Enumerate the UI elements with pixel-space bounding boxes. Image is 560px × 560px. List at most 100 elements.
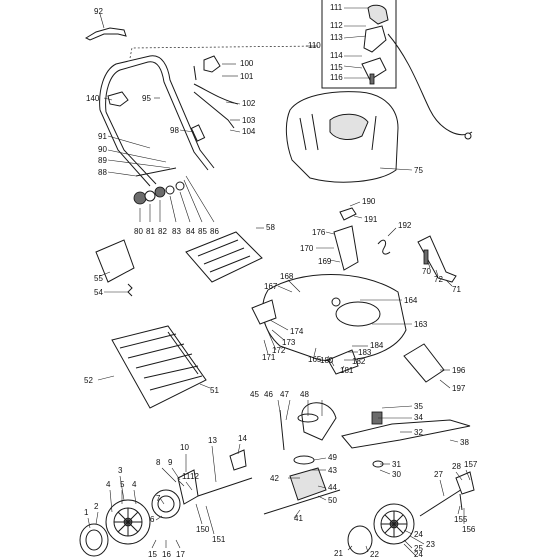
- callout-11: 11: [182, 472, 191, 481]
- callout-16: 16: [162, 550, 171, 559]
- callout-10: 10: [180, 443, 189, 452]
- callout-103: 103: [242, 116, 256, 125]
- part-46-shaft: [279, 409, 285, 451]
- callout-14: 14: [238, 434, 247, 443]
- callout-34: 34: [414, 413, 423, 422]
- callout-197: 197: [452, 384, 466, 393]
- callout-80: 80: [134, 227, 143, 236]
- part-95-handle-inner: [105, 61, 209, 171]
- callout-167: 167: [264, 282, 278, 291]
- callout-46: 46: [264, 390, 273, 399]
- part-115-plate: [361, 57, 387, 81]
- callout-3: 3: [118, 466, 123, 475]
- callout-169: 169: [318, 257, 332, 266]
- deck-opening: [335, 301, 381, 327]
- callout-102: 102: [242, 99, 256, 108]
- part-81-washer: [144, 190, 156, 202]
- callout-85: 85: [198, 227, 207, 236]
- callout-49: 49: [328, 453, 337, 462]
- part-102-lever: [193, 83, 239, 105]
- part-71-lever: [417, 235, 457, 283]
- bag-mesh: [119, 333, 203, 391]
- callout-171: 171: [262, 353, 276, 362]
- detail-frame: [321, 0, 397, 89]
- callout-180: 180: [320, 356, 334, 365]
- part-155-pin: [459, 493, 463, 511]
- callout-50: 50: [328, 496, 337, 505]
- callout-192: 192: [398, 221, 412, 230]
- callout-30: 30: [392, 470, 401, 479]
- part-49-pulley: [293, 455, 315, 465]
- callout-164: 164: [404, 296, 418, 305]
- callout-38: 38: [460, 438, 469, 447]
- part-103-rod: [193, 91, 235, 129]
- callout-140: 140: [86, 94, 100, 103]
- callout-88: 88: [98, 168, 107, 177]
- part-100-knob: [203, 55, 221, 73]
- part-82-washer: [154, 186, 166, 198]
- callout-24a: 24: [414, 530, 423, 539]
- part-38-blade: [341, 419, 471, 449]
- callout-54: 54: [94, 288, 103, 297]
- leader-lines: [87, 7, 471, 557]
- callout-101: 101: [240, 72, 254, 81]
- callout-12: 12: [190, 472, 199, 481]
- callout-4b: 4: [132, 480, 137, 489]
- callout-182: 182: [352, 357, 366, 366]
- callout-8: 8: [156, 458, 161, 467]
- part-13-axle: [197, 477, 253, 497]
- deck-hole: [331, 297, 341, 307]
- part-7-gear: [151, 489, 181, 519]
- callout-112: 112: [330, 21, 343, 30]
- callout-7: 7: [156, 494, 161, 503]
- callout-155: 155: [454, 515, 468, 524]
- callout-labels: 9211011111211311411511610010110210310414…: [84, 3, 478, 559]
- callout-81: 81: [146, 227, 155, 236]
- callout-98: 98: [170, 126, 179, 135]
- callout-157: 157: [464, 460, 478, 469]
- callout-70: 70: [422, 267, 431, 276]
- callout-55: 55: [94, 274, 103, 283]
- part-28-bracket: [455, 471, 475, 495]
- wheel-spokes: [114, 508, 142, 536]
- callout-28: 28: [452, 462, 461, 471]
- callout-15: 15: [148, 550, 157, 559]
- callout-44: 44: [328, 483, 337, 492]
- callout-4a: 4: [106, 480, 111, 489]
- callout-23: 23: [426, 540, 435, 549]
- callout-90: 90: [98, 145, 107, 154]
- callout-45: 45: [250, 390, 259, 399]
- part-50-gearbox: [289, 467, 327, 501]
- callout-32: 32: [414, 428, 423, 437]
- part-172-axle-bracket: [251, 299, 277, 325]
- callout-196: 196: [452, 366, 466, 375]
- part-80-knob: [133, 191, 147, 205]
- callout-100: 100: [240, 59, 254, 68]
- callout-116: 116: [330, 73, 343, 82]
- callout-184: 184: [370, 341, 384, 350]
- part-70-spring: [423, 249, 429, 265]
- part-180-plug: [327, 349, 359, 375]
- part-95-handle-outer: [99, 55, 215, 169]
- callout-42: 42: [270, 474, 279, 483]
- callout-25: 25: [414, 544, 423, 553]
- callout-114: 114: [330, 51, 343, 60]
- callout-43: 43: [328, 466, 337, 475]
- part-52-bag: [111, 325, 207, 409]
- callout-13: 13: [208, 436, 217, 445]
- part-21-hubcap: [347, 525, 373, 555]
- callout-48: 48: [300, 390, 309, 399]
- callout-191: 191: [364, 215, 378, 224]
- engine-cap: [329, 113, 369, 140]
- callout-150: 150: [196, 525, 210, 534]
- part-83-washer: [165, 185, 175, 195]
- part-191-guard: [339, 207, 357, 221]
- callout-35: 35: [414, 402, 423, 411]
- catcher-top-ribs: [197, 239, 251, 273]
- callout-6: 6: [150, 515, 155, 524]
- callout-9: 9: [168, 458, 173, 467]
- callout-95: 95: [142, 94, 151, 103]
- part-14-clip: [229, 449, 247, 471]
- part-110-cable-dashed: [129, 45, 319, 59]
